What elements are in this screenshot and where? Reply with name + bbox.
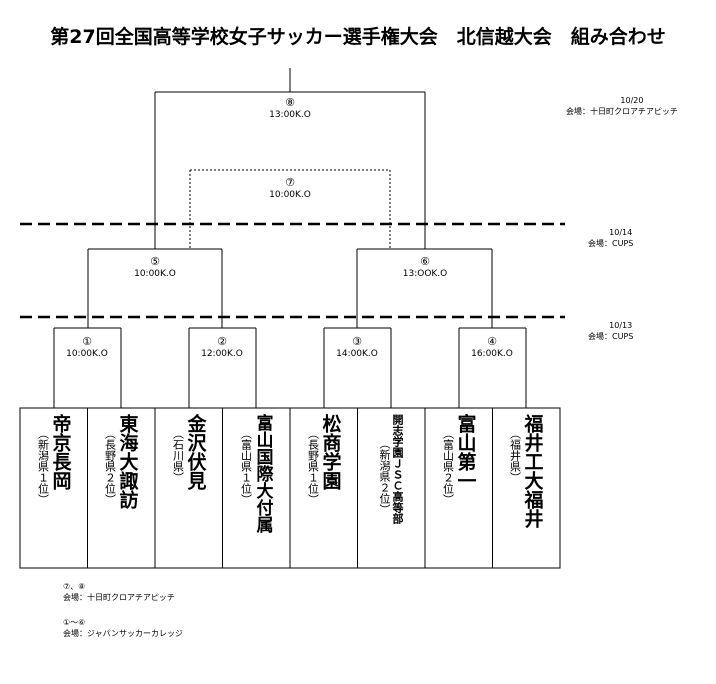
- match-time: 16:00K.O: [471, 349, 513, 359]
- venue-label: 会場：十日町クロアチアピッチ: [566, 107, 678, 116]
- team-prefecture: （富山県１位）: [239, 428, 253, 505]
- venue-note: ①～⑥ 会場：ジャパンサッカーカレッジ: [63, 617, 183, 639]
- date-venue-final-day: 10/20 会場：十日町クロアチアピッチ: [566, 95, 678, 117]
- team-name: 開志学園ＪＳＣ高等部: [391, 414, 404, 524]
- match-label-first-round: ③ 14:00K.O: [317, 336, 397, 360]
- match-time: 10:00K.O: [134, 269, 176, 279]
- team-cell: 富山国際大付属 （富山県１位）: [223, 408, 289, 568]
- match-label-first-round: ② 12:00K.O: [182, 336, 262, 360]
- date-venue-semifinal-day: 10/14 会場：CUPS: [588, 227, 633, 249]
- team-cell: 福井工大福井 （福井県）: [493, 408, 559, 568]
- match-number: ③: [352, 335, 362, 348]
- team-cell: 松商学園 （長野県１位）: [291, 408, 357, 568]
- note-venue: 会場：ジャパンサッカーカレッジ: [63, 629, 183, 638]
- match-label-first-round: ① 10:00K.O: [47, 336, 127, 360]
- match-label-semifinal: ⑥ 13:OOK.O: [375, 256, 475, 280]
- team-cell: 開志学園ＪＳＣ高等部 （新潟県２位）: [358, 408, 424, 568]
- page-title: 第27回全国高等学校女子サッカー選手権大会 北信越大会 組み合わせ: [50, 26, 666, 48]
- team-cell: 東海大諏訪 （長野県２位）: [88, 408, 154, 568]
- team-prefecture: （長野県１位）: [306, 428, 320, 505]
- team-name: 東海大諏訪: [116, 414, 139, 509]
- team-cell: 富山第一 （富山県２位）: [426, 408, 492, 568]
- match-time: 10:00K.O: [269, 190, 311, 200]
- team-prefecture: （富山県２位）: [441, 428, 455, 505]
- team-prefecture: （石川県）: [171, 428, 185, 483]
- match-time: 12:00K.O: [201, 349, 243, 359]
- note-venue: 会場：十日町クロアチアピッチ: [63, 593, 175, 602]
- match-label-semifinal: ⑤ 10:00K.O: [105, 256, 205, 280]
- date-label: 10/13: [609, 321, 633, 330]
- team-name: 福井工大福井: [521, 414, 544, 528]
- team-prefecture: （長野県２位）: [103, 428, 117, 505]
- match-number: ②: [217, 335, 227, 348]
- venue-note: ⑦、⑧ 会場：十日町クロアチアピッチ: [63, 581, 175, 603]
- note-matches: ⑦、⑧: [63, 582, 86, 591]
- team-prefecture: （新潟県２位）: [378, 438, 391, 515]
- venue-label: 会場：CUPS: [588, 239, 634, 248]
- team-cell: 帝京長岡 （新潟県１位）: [21, 408, 87, 568]
- team-name: 富山第一: [454, 414, 477, 490]
- match-time: 14:00K.O: [336, 349, 378, 359]
- note-matches: ①～⑥: [63, 618, 86, 627]
- date-label: 10/14: [609, 228, 633, 237]
- team-name: 帝京長岡: [49, 414, 72, 490]
- match-number: ①: [82, 335, 92, 348]
- match-label-third-place: ⑦ 10:00K.O: [240, 177, 340, 201]
- venue-label: 会場：CUPS: [588, 332, 634, 341]
- match-number: ⑤: [150, 255, 160, 268]
- match-label-first-round: ④ 16:00K.O: [452, 336, 532, 360]
- date-venue-first-round-day: 10/13 会場：CUPS: [588, 320, 633, 342]
- match-label-final: ⑧ 13:00K.O: [240, 97, 340, 121]
- match-number: ⑥: [420, 255, 430, 268]
- match-number: ④: [487, 335, 497, 348]
- team-name: 金沢伏見: [184, 414, 207, 490]
- match-number: ⑦: [285, 176, 295, 189]
- team-name: 松商学園: [319, 414, 342, 490]
- team-prefecture: （新潟県１位）: [36, 428, 50, 505]
- match-time: 13:00K.O: [269, 110, 311, 120]
- match-time: 13:OOK.O: [402, 269, 448, 279]
- team-prefecture: （福井県）: [508, 428, 522, 483]
- match-time: 10:00K.O: [66, 349, 108, 359]
- match-number: ⑧: [285, 96, 295, 109]
- team-cell: 金沢伏見 （石川県）: [156, 408, 222, 568]
- date-label: 10/20: [620, 96, 644, 105]
- team-name: 富山国際大付属: [252, 414, 273, 533]
